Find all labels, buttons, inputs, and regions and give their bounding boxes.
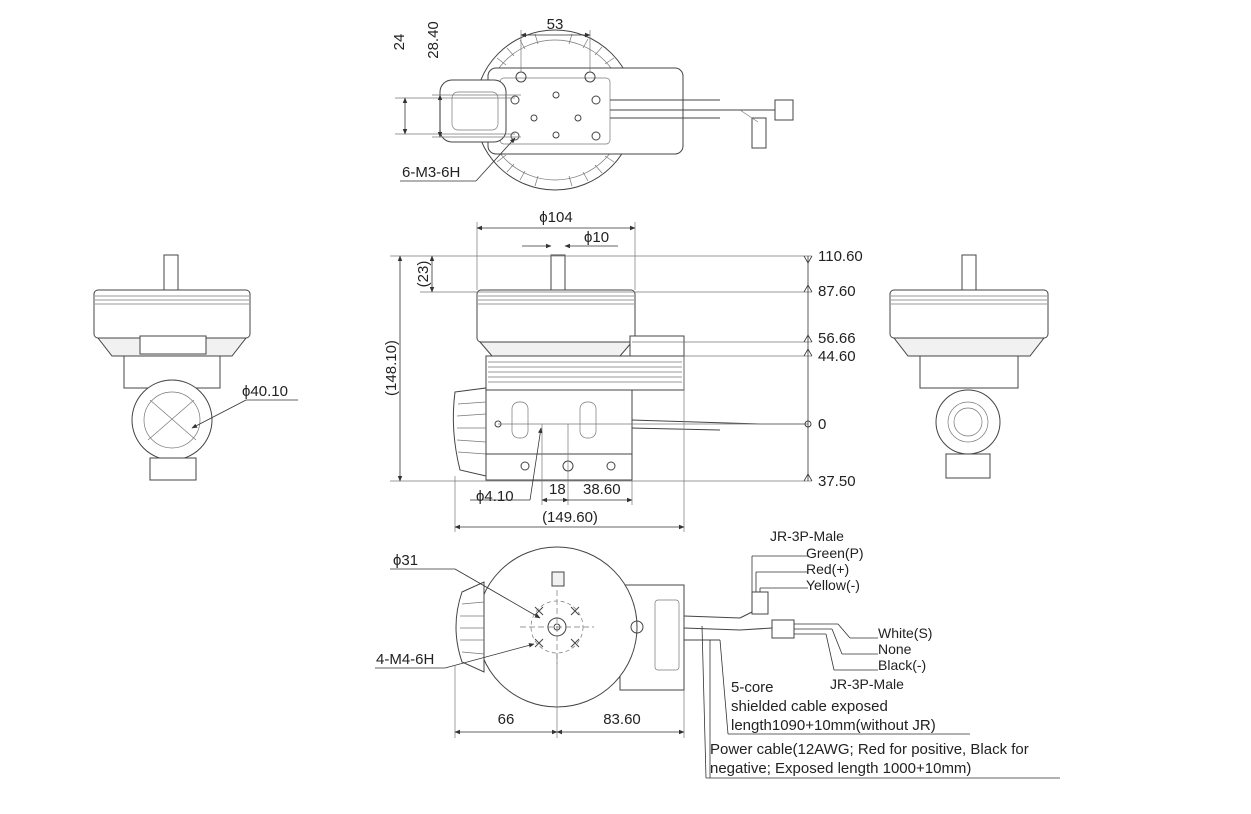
top-view-connector-housing xyxy=(439,79,507,143)
side-view-stator-base xyxy=(478,341,634,357)
power-note-line-1: Power cable(12AWG; Red for positive, Bla… xyxy=(710,741,1029,758)
bottom-view: ϕ31 4-M4-6H 66 83.60 xyxy=(375,546,741,738)
dim-18: 18 xyxy=(549,481,566,498)
side-view-fins xyxy=(485,355,685,391)
dim-dia-4-10: ϕ4.10 xyxy=(476,488,514,505)
left-view: ϕ40.10 xyxy=(93,254,298,481)
side-view-mount-block xyxy=(485,389,633,455)
dim-149-60: (149.60) xyxy=(542,509,598,526)
callout-4-m4-6h: 4-M4-6H xyxy=(376,651,434,668)
dim-66: 66 xyxy=(498,711,515,728)
top-view-plug xyxy=(774,99,794,121)
dim-dia-10: ϕ10 xyxy=(584,229,609,246)
right-view-rotor xyxy=(889,289,1049,339)
dim-24: 24 xyxy=(391,34,408,51)
connector-2-label: JR-3P-Male xyxy=(830,676,904,692)
callout-6-m3-6h: 6-M3-6H xyxy=(402,164,460,181)
dim-23: (23) xyxy=(415,261,432,288)
level-markers xyxy=(803,255,813,482)
left-view-shaft xyxy=(163,254,179,293)
dim-83-60: 83.60 xyxy=(603,711,641,728)
wire-white: White(S) xyxy=(878,625,932,641)
wire-green: Green(P) xyxy=(806,545,864,561)
side-view: ϕ104 ϕ10 110.60 87.60 56.66 44.60 0 37.5… xyxy=(383,209,863,532)
wire-yellow: Yellow(-) xyxy=(806,577,860,593)
side-view-rotor xyxy=(476,289,636,343)
level-44-60: 44.60 xyxy=(818,348,856,365)
level-87-60: 87.60 xyxy=(818,283,856,300)
bottom-view-connector xyxy=(455,581,485,673)
level-110-60: 110.60 xyxy=(818,248,863,265)
side-view-shaft xyxy=(550,254,566,293)
dim-148-10: (148.10) xyxy=(383,340,400,396)
left-view-rotor xyxy=(93,289,251,339)
wire-none: None xyxy=(878,641,912,657)
side-view-connector xyxy=(452,387,487,477)
level-56-66: 56.66 xyxy=(818,330,856,347)
wire-black: Black(-) xyxy=(878,657,926,673)
jr-connector-1 xyxy=(751,591,769,615)
wire-red: Red(+) xyxy=(806,561,849,577)
jr-connector-2 xyxy=(771,619,795,639)
dim-28-40: 28.40 xyxy=(425,21,442,59)
right-view-shaft xyxy=(961,254,977,293)
dim-38-60: 38.60 xyxy=(583,481,621,498)
right-view xyxy=(889,254,1049,479)
cable-note-line-3: length1090+10mm(without JR) xyxy=(731,717,936,734)
level-0: 0 xyxy=(818,416,826,433)
top-view: 53 24 28.40 6-M3-6H xyxy=(391,16,794,191)
dim-dia-31: ϕ31 xyxy=(393,552,418,569)
wiring-diagram: JR-3P-Male Green(P) Red(+) Yellow(-) Whi… xyxy=(701,528,1060,779)
cable-note-line-2: shielded cable exposed xyxy=(731,698,888,715)
connector-1-label: JR-3P-Male xyxy=(770,528,844,544)
dim-53: 53 xyxy=(547,16,564,33)
dim-dia-104: ϕ104 xyxy=(539,209,572,226)
dim-dia-40-10: ϕ40.10 xyxy=(242,383,288,400)
cable-note-line-1: 5-core xyxy=(731,679,774,696)
right-view-connector-ring xyxy=(935,389,1001,455)
level-37-50: 37.50 xyxy=(818,473,856,490)
power-note-line-2: negative; Exposed length 1000+10mm) xyxy=(710,760,971,777)
